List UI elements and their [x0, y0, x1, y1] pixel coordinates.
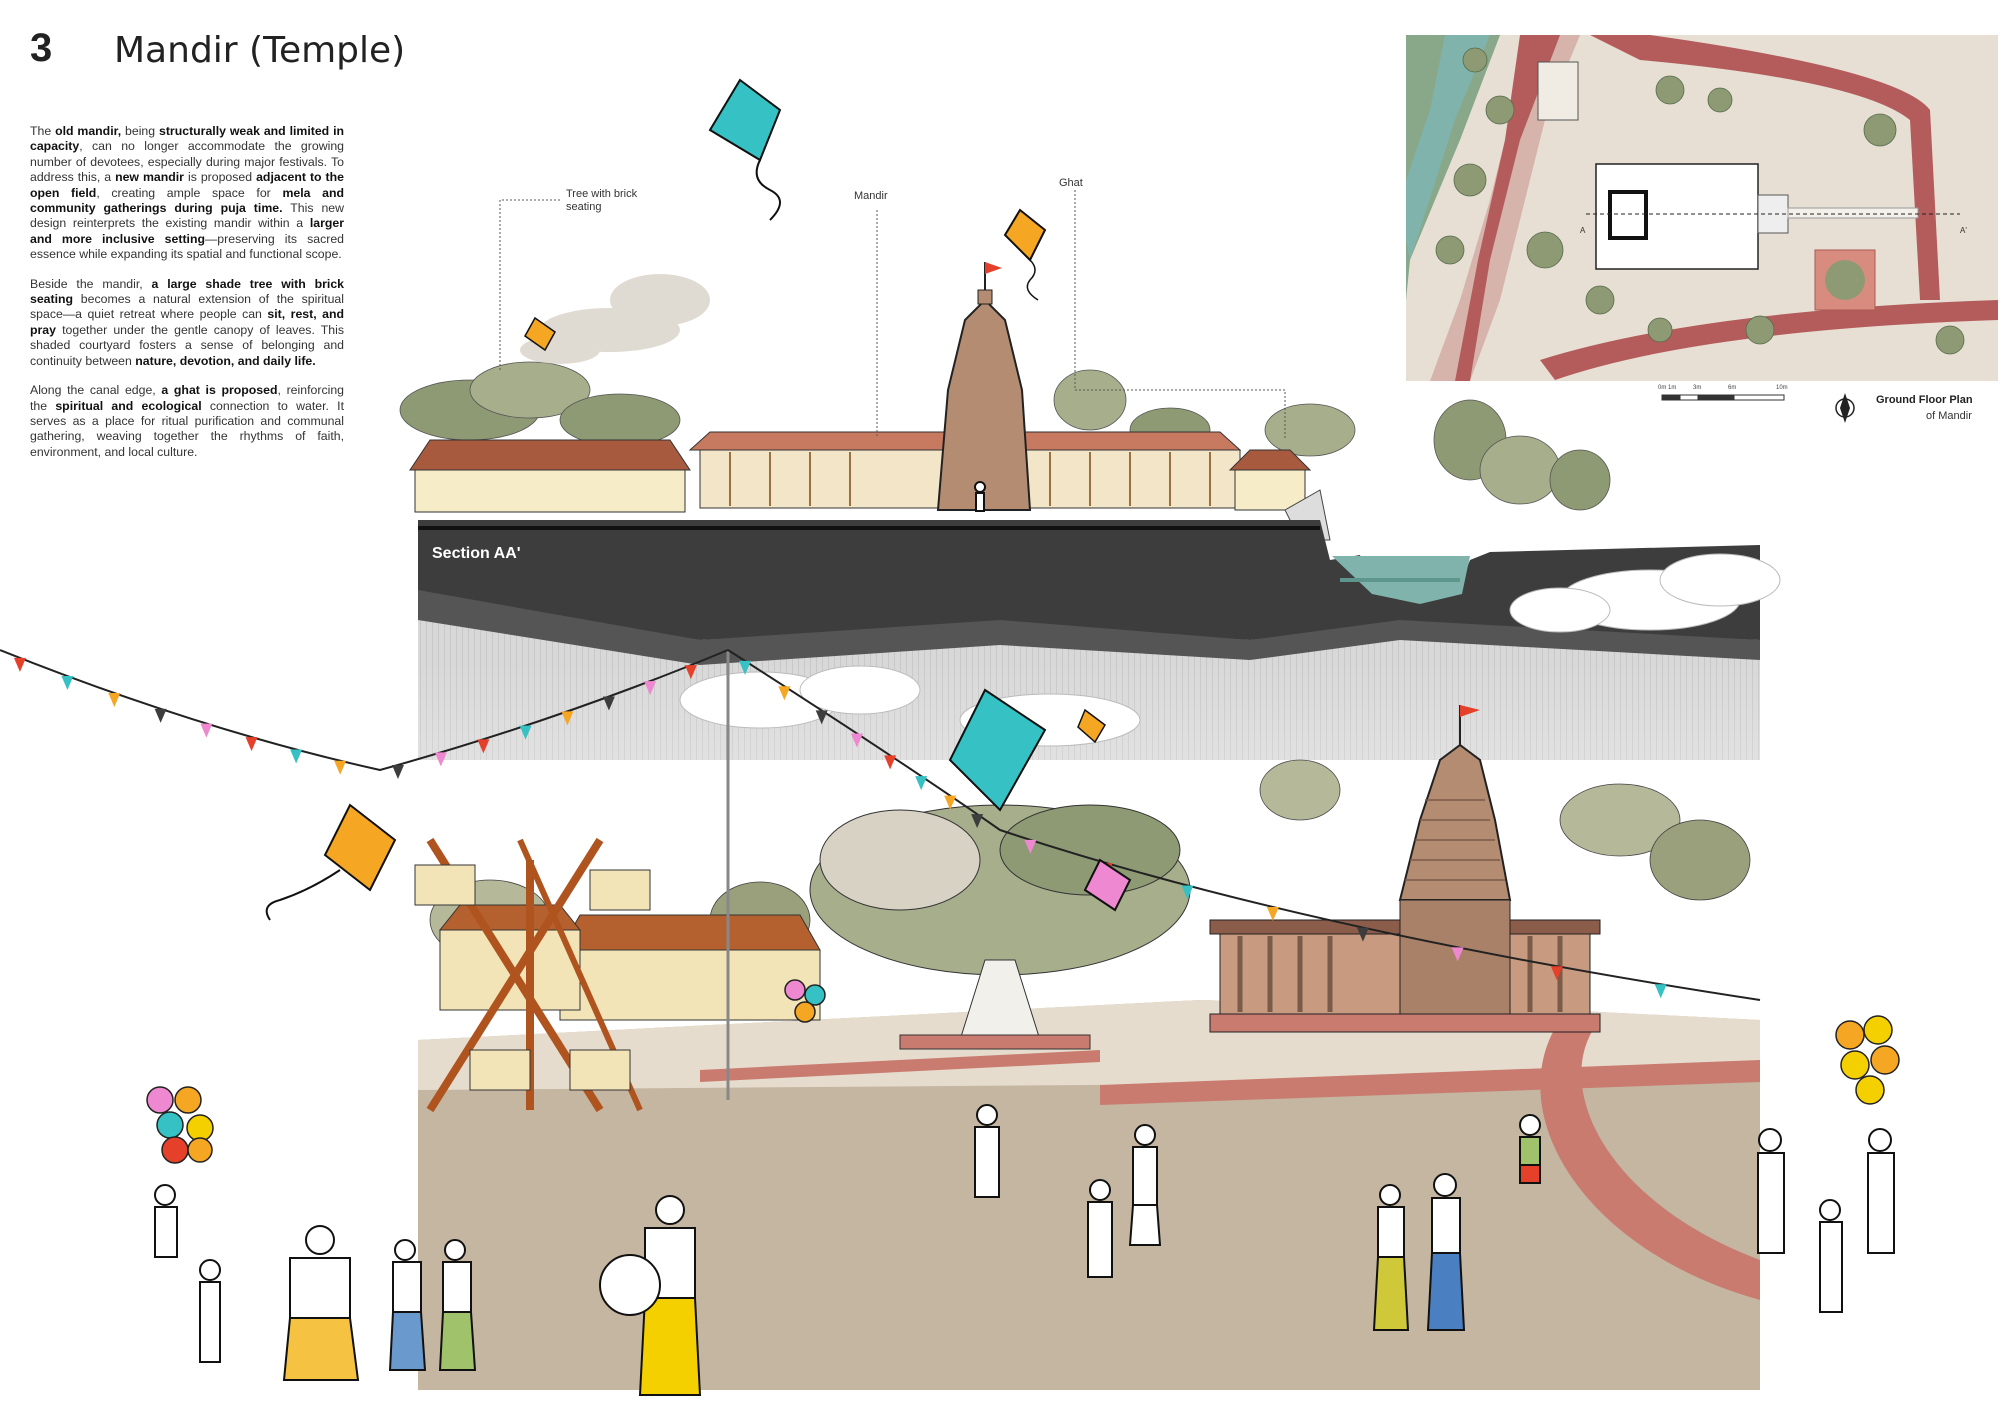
bunting-flag — [290, 749, 303, 764]
bunting-flag — [1266, 906, 1279, 921]
path-red-3 — [700, 1050, 1100, 1082]
description-run: , can no longer accommodate the growing … — [30, 139, 344, 185]
description-run: structurally weak and limited in capacit… — [30, 124, 345, 154]
scale-bar — [1661, 394, 1785, 401]
description-paragraph-2: Beside the mandir, a large shade tree wi… — [30, 277, 344, 369]
bunting-flag — [154, 708, 167, 723]
description-run: nature, devotion, and daily life. — [135, 353, 316, 368]
floor-plan — [1406, 35, 1998, 381]
bunting-flag — [434, 752, 447, 767]
description-run: is proposed — [183, 170, 257, 185]
bunting-flag — [884, 755, 897, 770]
description-run: mela and community gatherings during puj… — [30, 185, 344, 216]
plan-title: Ground Floor Plan — [1876, 394, 1973, 406]
page-title: Mandir (Temple) — [114, 30, 406, 71]
bunting-flag — [519, 725, 532, 740]
path-red-2 — [1540, 1020, 1760, 1300]
shade-tree — [809, 804, 1191, 1050]
bunting-flag — [13, 657, 26, 672]
bunting-flag — [334, 760, 347, 775]
bunting-flag — [1181, 885, 1194, 900]
description-run: becomes a natural extension of the spiri… — [30, 292, 344, 322]
scale-label-0: 0m 1m — [1658, 385, 1677, 391]
bunting-flag — [1451, 947, 1464, 962]
bunting-flag — [1356, 927, 1369, 942]
bunting-flag — [915, 776, 928, 791]
bunting-flag — [971, 814, 984, 829]
plan-canal — [1406, 35, 1490, 260]
plan-marker-a-prime: A' — [1960, 226, 1967, 235]
description-run: larger and more inclusive setting — [30, 216, 344, 246]
bunting-flag — [602, 696, 615, 711]
bunting-flag — [944, 795, 957, 810]
description-run: a ghat is proposed — [161, 383, 278, 398]
festival-ground — [418, 1000, 1760, 1390]
description-run: sit, rest, and pray — [30, 307, 345, 337]
bunting-flag — [61, 676, 74, 691]
description-run: spiritual and ecological — [55, 398, 202, 413]
scale-label-6: 6m — [1728, 385, 1737, 391]
plan-subtitle: of Mandir — [1926, 410, 1972, 422]
people — [154, 481, 1895, 1396]
annotation-mandir: Mandir — [854, 190, 888, 202]
bunting-flag — [561, 711, 574, 726]
description-run: connection to water. It serves as a plac… — [30, 398, 344, 459]
bunting-flag — [1654, 984, 1667, 999]
bunting-flag — [200, 723, 213, 738]
description-run: adjacent to the open field — [30, 170, 344, 200]
annotation-ghat: Ghat — [1059, 177, 1083, 189]
sheet-number: 3 — [30, 26, 53, 70]
north-compass-icon — [1835, 393, 1855, 423]
bunting-flag — [644, 681, 657, 696]
description-run: being — [121, 124, 159, 138]
bunting-flag — [850, 733, 863, 748]
path-red-1 — [1100, 1060, 1760, 1105]
description-run: This new design reinterprets the existin… — [30, 201, 344, 231]
bunting-flag — [391, 764, 404, 779]
description-run: a large shade tree with brick seating — [30, 276, 345, 307]
kite-icon — [265, 78, 1132, 921]
scale-label-10: 10m — [1776, 385, 1788, 391]
description-run: , reinforcing the — [30, 383, 345, 413]
bunting-flag — [739, 660, 752, 675]
flag-icon — [985, 262, 1002, 274]
section-cloud — [520, 274, 710, 364]
section-trees — [399, 361, 1611, 511]
description-paragraph-3: Along the canal edge, a ghat is proposed… — [30, 383, 344, 460]
description-run: The — [30, 124, 56, 138]
description-run: Along the canal edge, — [30, 383, 162, 398]
annotation-lines — [499, 190, 1286, 440]
bunting-flag — [778, 686, 791, 701]
description-paragraph-1: The old mandir, being structurally weak … — [30, 124, 344, 263]
description-run: together under the gentle canopy of leav… — [30, 322, 344, 368]
new-mandir — [1209, 705, 1601, 1033]
description-text: The old mandir, being structurally weak … — [30, 124, 344, 474]
description-run: new mandir — [115, 170, 184, 185]
description-run: —preserving its sacred essence while exp… — [30, 231, 344, 262]
bunting-flag — [1024, 839, 1037, 854]
bunting-flag — [108, 693, 121, 708]
annotation-tree: Tree with brick seating — [566, 188, 638, 213]
section-label: Section AA' — [432, 545, 521, 562]
description-run: old mandir, — [55, 124, 122, 138]
description-run: Beside the mandir, — [30, 276, 152, 291]
scale-label-3: 3m — [1693, 385, 1702, 391]
bunting-flag — [1550, 966, 1563, 981]
bunting-flag — [245, 737, 258, 752]
bunting-flag — [684, 665, 697, 680]
bunting-flag — [815, 710, 828, 725]
clouds — [679, 553, 1781, 747]
plan-marker-a: A — [1580, 226, 1586, 235]
bunting-flag — [477, 739, 490, 754]
ferris-wheel — [414, 837, 651, 1113]
description-run: , creating ample space for — [96, 185, 283, 200]
balloon-icon — [146, 979, 1900, 1164]
bunting — [0, 649, 1761, 1001]
